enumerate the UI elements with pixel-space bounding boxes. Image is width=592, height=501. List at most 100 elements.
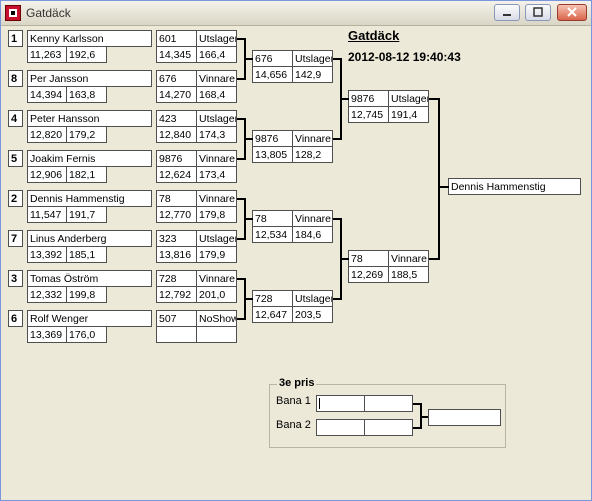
result-time-field[interactable]: 14,270 bbox=[156, 86, 197, 103]
status-field[interactable]: Vinnare bbox=[388, 250, 429, 267]
reaction-field[interactable]: 323 bbox=[156, 230, 197, 247]
reaction-field[interactable]: 728 bbox=[252, 290, 293, 307]
result-speed-field[interactable] bbox=[196, 326, 237, 343]
racer-time-field[interactable]: 12,820 bbox=[27, 126, 67, 143]
racer-name-field[interactable]: Rolf Wenger bbox=[27, 310, 152, 327]
racer-name-field[interactable]: Per Jansson bbox=[27, 70, 152, 87]
status-field[interactable]: Utslager bbox=[292, 290, 333, 307]
third-place-winner-field[interactable] bbox=[428, 409, 501, 426]
status-field[interactable]: Vinnare bbox=[292, 130, 333, 147]
reaction-field[interactable]: 78 bbox=[156, 190, 197, 207]
racer-name-field[interactable]: Joakim Fernis bbox=[27, 150, 152, 167]
text-cursor bbox=[319, 398, 320, 409]
third-connector bbox=[421, 416, 429, 418]
status-field[interactable]: Vinnare bbox=[292, 210, 333, 227]
title-bar[interactable]: Gatdäck bbox=[1, 1, 591, 26]
reaction-field[interactable]: 78 bbox=[348, 250, 389, 267]
result-speed-field[interactable]: 191,4 bbox=[388, 106, 429, 123]
reaction-field[interactable]: 9876 bbox=[348, 90, 389, 107]
racer-speed-field[interactable]: 176,0 bbox=[66, 326, 107, 343]
result-time-field[interactable]: 13,816 bbox=[156, 246, 197, 263]
status-field[interactable]: Utslager bbox=[292, 50, 333, 67]
status-field[interactable]: Utslager bbox=[196, 230, 237, 247]
reaction-field[interactable]: 507 bbox=[156, 310, 197, 327]
racer-speed-field[interactable]: 191,7 bbox=[66, 206, 107, 223]
third-connector bbox=[413, 403, 421, 405]
status-field[interactable]: NoShow bbox=[196, 310, 237, 327]
reaction-field[interactable]: 9876 bbox=[156, 150, 197, 167]
racer-time-field[interactable]: 12,332 bbox=[27, 286, 67, 303]
result-time-field[interactable]: 14,656 bbox=[252, 66, 293, 83]
racer-name-field[interactable]: Kenny Karlsson bbox=[27, 30, 152, 47]
racer-time-field[interactable]: 13,392 bbox=[27, 246, 67, 263]
maximize-button[interactable] bbox=[525, 4, 551, 21]
result-time-field[interactable]: 12,770 bbox=[156, 206, 197, 223]
lane1-status-input[interactable] bbox=[364, 395, 413, 412]
result-speed-field[interactable]: 201,0 bbox=[196, 286, 237, 303]
racer-speed-field[interactable]: 192,6 bbox=[66, 46, 107, 63]
racer-time-field[interactable]: 13,369 bbox=[27, 326, 67, 343]
racer-name-field[interactable]: Tomas Öström bbox=[27, 270, 152, 287]
status-field[interactable]: Utslager bbox=[196, 110, 237, 127]
result-time-field[interactable]: 12,647 bbox=[252, 306, 293, 323]
reaction-field[interactable]: 78 bbox=[252, 210, 293, 227]
reaction-field[interactable]: 676 bbox=[156, 70, 197, 87]
seed-label: 6 bbox=[8, 310, 23, 327]
status-field[interactable]: Vinnare bbox=[196, 70, 237, 87]
result-speed-field[interactable]: 184,6 bbox=[292, 226, 333, 243]
racer-speed-field[interactable]: 185,1 bbox=[66, 246, 107, 263]
result-speed-field[interactable]: 173,4 bbox=[196, 166, 237, 183]
lane2-status-input[interactable] bbox=[364, 419, 413, 436]
result-time-field[interactable]: 13,805 bbox=[252, 146, 293, 163]
racer-speed-field[interactable]: 163,8 bbox=[66, 86, 107, 103]
result-time-field[interactable]: 12,840 bbox=[156, 126, 197, 143]
reaction-field[interactable]: 728 bbox=[156, 270, 197, 287]
lane1-label: Bana 1 bbox=[276, 395, 311, 407]
result-time-field[interactable]: 12,745 bbox=[348, 106, 389, 123]
result-speed-field[interactable]: 179,9 bbox=[196, 246, 237, 263]
status-field[interactable]: Vinnare bbox=[196, 190, 237, 207]
status-field[interactable]: Utslager bbox=[196, 30, 237, 47]
result-speed-field[interactable]: 179,8 bbox=[196, 206, 237, 223]
racer-name-field[interactable]: Dennis Hammenstig bbox=[27, 190, 152, 207]
racer-time-field[interactable]: 12,906 bbox=[27, 166, 67, 183]
seed-label: 2 bbox=[8, 190, 23, 207]
result-speed-field[interactable]: 142,9 bbox=[292, 66, 333, 83]
winner-field[interactable]: Dennis Hammenstig bbox=[448, 178, 581, 195]
third-connector bbox=[413, 427, 421, 429]
result-speed-field[interactable]: 188,5 bbox=[388, 266, 429, 283]
result-time-field[interactable]: 12,269 bbox=[348, 266, 389, 283]
lane2-reaction-input[interactable] bbox=[316, 419, 365, 436]
status-field[interactable]: Utslager bbox=[388, 90, 429, 107]
minimize-button[interactable] bbox=[494, 4, 520, 21]
result-time-field[interactable]: 12,624 bbox=[156, 166, 197, 183]
racer-speed-field[interactable]: 179,2 bbox=[66, 126, 107, 143]
result-speed-field[interactable]: 166,4 bbox=[196, 46, 237, 63]
racer-time-field[interactable]: 11,547 bbox=[27, 206, 67, 223]
lane1-reaction-input[interactable] bbox=[316, 395, 365, 412]
result-speed-field[interactable]: 128,2 bbox=[292, 146, 333, 163]
status-field[interactable]: Vinnare bbox=[196, 150, 237, 167]
result-time-field[interactable] bbox=[156, 326, 197, 343]
close-button[interactable] bbox=[557, 4, 587, 21]
racer-speed-field[interactable]: 199,8 bbox=[66, 286, 107, 303]
result-speed-field[interactable]: 203,5 bbox=[292, 306, 333, 323]
bracket-area: Gatdäck 2012-08-12 19:40:43 1 Kenny Karl… bbox=[1, 26, 591, 500]
result-time-field[interactable]: 12,534 bbox=[252, 226, 293, 243]
reaction-field[interactable]: 9876 bbox=[252, 130, 293, 147]
status-field[interactable]: Vinnare bbox=[196, 270, 237, 287]
racer-time-field[interactable]: 14,394 bbox=[27, 86, 67, 103]
reaction-field[interactable]: 601 bbox=[156, 30, 197, 47]
reaction-field[interactable]: 676 bbox=[252, 50, 293, 67]
reaction-field[interactable]: 423 bbox=[156, 110, 197, 127]
racer-name-field[interactable]: Peter Hansson bbox=[27, 110, 152, 127]
racer-time-field[interactable]: 11,263 bbox=[27, 46, 67, 63]
result-time-field[interactable]: 14,345 bbox=[156, 46, 197, 63]
result-speed-field[interactable]: 174,3 bbox=[196, 126, 237, 143]
racer-name-field[interactable]: Linus Anderberg bbox=[27, 230, 152, 247]
result-time-field[interactable]: 12,792 bbox=[156, 286, 197, 303]
result-speed-field[interactable]: 168,4 bbox=[196, 86, 237, 103]
seed-label: 1 bbox=[8, 30, 23, 47]
seed-label: 8 bbox=[8, 70, 23, 87]
racer-speed-field[interactable]: 182,1 bbox=[66, 166, 107, 183]
